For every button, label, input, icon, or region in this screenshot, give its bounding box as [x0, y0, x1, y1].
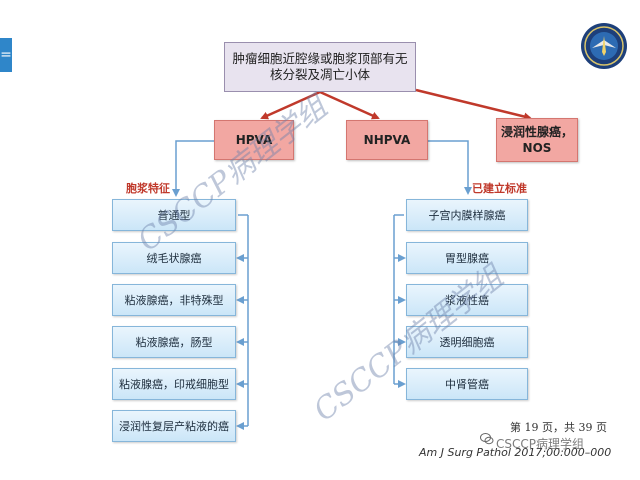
- right-item: 胃型腺癌: [406, 242, 528, 274]
- right-item: 浆液性癌: [406, 284, 528, 316]
- left-item: 粘液腺癌，非特殊型: [112, 284, 236, 316]
- right-section-label: 已建立标准: [472, 182, 527, 195]
- left-item: 粘液腺癌，印戒细胞型: [112, 368, 236, 400]
- arrow-to-nhpva: [319, 90, 380, 120]
- emblem-logo: [581, 23, 627, 69]
- invasive-line-1: 浸润性腺癌，: [500, 125, 573, 139]
- left-item: 浸润性复层产粘液的癌: [112, 410, 236, 442]
- page-number: 第 19 页，共 39 页: [510, 421, 607, 434]
- left-item: 普通型: [112, 199, 236, 231]
- arrow-to-hpva: [260, 90, 321, 120]
- nhpva-box: NHPVA: [346, 120, 428, 160]
- invasive-line-2: NOS: [522, 141, 552, 155]
- hpva-box: HPVA: [214, 120, 294, 160]
- hpva-down-connector: [172, 140, 214, 197]
- question-line-1: 肿瘤细胞近腔缘或胞浆顶部有无: [232, 51, 408, 66]
- right-item: 子宫内膜样腺癌: [406, 199, 528, 231]
- wechat-icon: [480, 433, 494, 445]
- menu-tab[interactable]: =: [0, 38, 12, 72]
- right-item: 中肾管癌: [406, 368, 528, 400]
- question-line-2: 核分裂及凋亡小体: [269, 67, 370, 82]
- question-box: 肿瘤细胞近腔缘或胞浆顶部有无 核分裂及凋亡小体: [224, 42, 416, 92]
- citation: Am J Surg Pathol 2017;00:000–000: [419, 446, 612, 459]
- left-item: 粘液腺癌，肠型: [112, 326, 236, 358]
- wechat-watermark: CSCCP病理学组: [496, 437, 584, 451]
- hpva-label: HPVA: [235, 133, 273, 147]
- left-section-label: 胞浆特征: [126, 182, 170, 195]
- right-item: 透明细胞癌: [406, 326, 528, 358]
- invasive-nos-box: 浸润性腺癌， NOS: [496, 118, 578, 162]
- arrow-to-invasive: [415, 88, 532, 121]
- nhpva-label: NHPVA: [363, 133, 411, 147]
- nhpva-down-connector: [428, 140, 472, 195]
- left-item: 绒毛状腺癌: [112, 242, 236, 274]
